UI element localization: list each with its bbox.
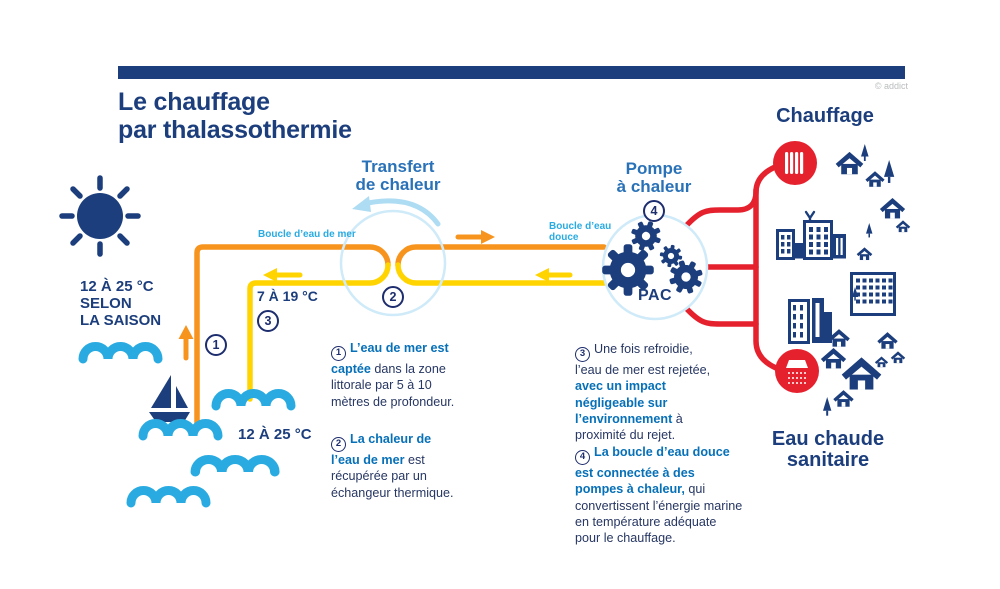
- sea-water-pipe: [194, 244, 391, 427]
- step-inline-badge: 4: [575, 449, 590, 465]
- sea-temperature-label: 12 À 25 °C: [238, 426, 312, 443]
- sea-waves: [83, 347, 291, 504]
- shower-icon: [775, 349, 819, 393]
- tree-icon: [884, 160, 895, 183]
- season-temperature-label: 12 À 25 °C SELON LA SAISON: [80, 278, 162, 329]
- house-icon: [856, 247, 873, 261]
- step-3-badge: 3: [257, 310, 279, 332]
- house-icon: [877, 332, 898, 349]
- house-icon: [865, 171, 885, 187]
- building-icon: [776, 210, 896, 344]
- step-inline-badge: 1: [331, 345, 346, 361]
- tree-icon: [861, 144, 869, 161]
- sailboat-icon: [149, 375, 190, 422]
- tree-icon: [823, 397, 832, 416]
- step-inline-badge: 3: [575, 346, 590, 362]
- sun-icon: [59, 175, 141, 257]
- heating-distribution-pipe: [683, 164, 779, 371]
- step-4-badge: 4: [643, 200, 665, 222]
- return-temperature-label: 7 À 19 °C: [257, 288, 318, 304]
- heat-exchanger-circle: [339, 209, 447, 317]
- credit-text: © addict: [874, 81, 908, 91]
- house-icon: [890, 351, 906, 364]
- radiator-icon: [773, 141, 817, 185]
- flow-arrow-icon: [178, 230, 573, 361]
- step-inline-badge: 2: [331, 436, 346, 452]
- tree-icon: [866, 223, 873, 238]
- fresh-loop-label: Boucle d’eau douce: [549, 221, 612, 243]
- top-bar: [118, 66, 905, 79]
- step-2-badge: 2: [382, 286, 404, 308]
- house-icon: [833, 390, 854, 407]
- step-1-badge: 1: [205, 334, 227, 356]
- fresh-water-pipe: [395, 244, 607, 286]
- house-icon: [874, 356, 889, 368]
- page-title: Le chauffage par thalassothermie: [118, 88, 352, 144]
- heating-heading: Chauffage: [776, 105, 874, 127]
- house-icon: [879, 197, 906, 219]
- pac-label: PAC: [637, 287, 673, 304]
- house-icon: [820, 347, 847, 369]
- heat-transfer-heading: Transfert de chaleur: [355, 157, 441, 194]
- house-icon: [835, 151, 864, 175]
- heat-pump-heading: Pompe à chaleur: [616, 159, 692, 196]
- house-icon: [895, 220, 911, 233]
- rotation-arrow-icon: [352, 196, 441, 227]
- hot-water-heading: Eau chaude sanitaire: [771, 428, 885, 471]
- sea-loop-label: Boucle d’eau de mer: [258, 229, 356, 240]
